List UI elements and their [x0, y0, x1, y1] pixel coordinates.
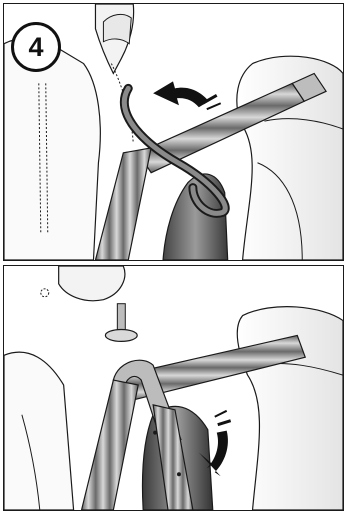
belt-hook-under-headrest-illustration [4, 266, 343, 510]
headrest-post [117, 304, 125, 332]
step-number: 4 [28, 34, 43, 61]
headrest [59, 266, 125, 301]
seat-back [4, 38, 100, 260]
step-number-badge: 4 [11, 22, 61, 72]
bottom-illustration-panel [3, 265, 344, 511]
belt-lower-strap [82, 380, 139, 510]
curved-motion-arrow-icon [153, 81, 221, 109]
belt-lower-strap [95, 148, 151, 260]
seat-back [4, 352, 74, 510]
